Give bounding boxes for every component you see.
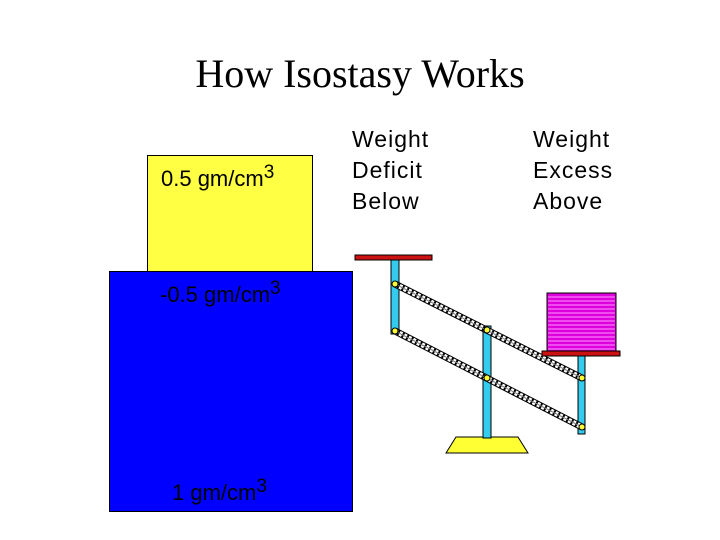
page-title: How Isostasy Works xyxy=(195,51,525,96)
deficit-caption-line-3: Below xyxy=(352,188,420,214)
deficit-caption: Weight Deficit Below xyxy=(352,124,429,217)
middle-density-label: -0.5 gm/cm3 xyxy=(160,278,281,308)
right-platform xyxy=(541,350,621,357)
balance-base xyxy=(445,436,529,454)
middle-density-exponent: 3 xyxy=(270,278,281,299)
upper-density-label: 0.5 gm/cm3 xyxy=(161,162,274,192)
low-density-block: 0.5 gm/cm3 xyxy=(147,155,313,275)
excess-caption-line-3: Above xyxy=(533,188,604,214)
lower-density-value: 1 gm/cm xyxy=(172,480,257,505)
upper-density-value: 0.5 gm/cm xyxy=(161,166,264,191)
lower-density-label: 1 gm/cm3 xyxy=(172,476,267,506)
balance-joints xyxy=(391,280,586,431)
middle-density-value: -0.5 gm/cm xyxy=(160,282,271,307)
deficit-caption-line-2: Deficit xyxy=(352,157,423,183)
left-platform xyxy=(354,254,433,261)
deficit-caption-line-1: Weight xyxy=(352,126,430,152)
balance-left-post xyxy=(390,257,400,335)
excess-caption-line-2: Excess xyxy=(533,157,614,183)
upper-density-exponent: 3 xyxy=(263,162,275,183)
high-density-block: -0.5 gm/cm3 1 gm/cm3 xyxy=(109,271,353,512)
excess-caption-line-1: Weight xyxy=(533,126,611,152)
excess-caption: Weight Excess Above xyxy=(533,124,613,217)
weight-stack xyxy=(546,292,617,352)
lower-density-exponent: 3 xyxy=(256,476,267,497)
